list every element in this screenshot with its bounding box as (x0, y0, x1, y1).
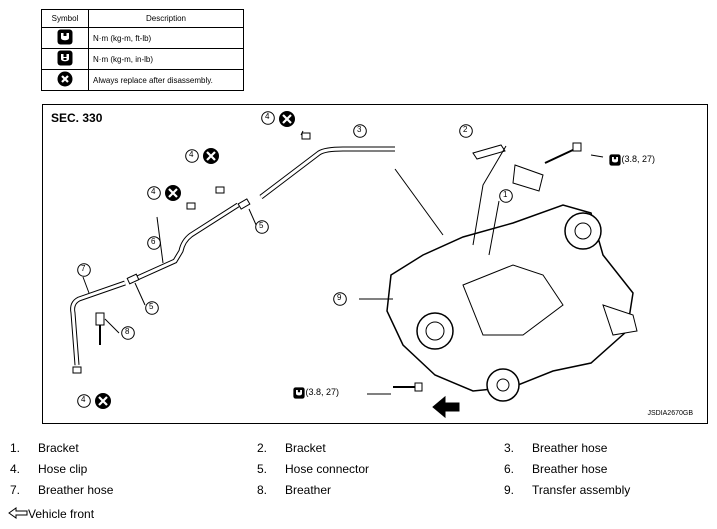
legend-row-1-symbol (41, 27, 89, 49)
diagram-drawing (70, 109, 638, 419)
replace-x-icon (163, 183, 183, 203)
replace-x-icon (277, 109, 297, 129)
torque-wrench-icon (609, 154, 621, 166)
torque-label-bottom: 37 (3.8, 27) (293, 387, 340, 399)
torque-label-top: 37 (3.8, 27) (609, 154, 656, 166)
legend-row-3-symbol (41, 69, 89, 91)
replace-x-icon (201, 146, 221, 166)
torque-wrench-small-icon (57, 50, 73, 66)
legend-header-description: Description (88, 9, 244, 28)
torque-value-bottom: 37 (3.8, 27) (293, 387, 340, 397)
torque-wrench-icon (57, 29, 73, 45)
legend-row-1-text: N·m (kg-m, ft-lb) (88, 27, 244, 49)
replace-x-icon (93, 391, 113, 411)
legend-row-2-text: N·m (kg-m, in-lb) (88, 48, 244, 70)
vehicle-front-note: Vehicle front (8, 507, 94, 521)
legend-header-symbol: Symbol (41, 9, 89, 28)
vehicle-front-label: Vehicle front (28, 507, 95, 521)
torque-wrench-icon (293, 387, 305, 399)
vehicle-front-arrow-icon (8, 507, 28, 519)
legend-row-2-symbol (41, 48, 89, 70)
torque-value-top: 37 (3.8, 27) (609, 154, 656, 164)
vehicle-front-arrow-icon (432, 395, 460, 419)
legend-row-3-text: Always replace after disassembly. (88, 69, 244, 91)
exploded-view-diagram: SEC. 330 (42, 104, 708, 424)
symbol-legend-table: Symbol Description N·m (kg-m, ft-lb) N·m… (41, 9, 244, 91)
section-label: SEC. 330 (51, 111, 103, 125)
figure-code: JSDIA2670GB (647, 410, 693, 417)
replace-x-icon (57, 71, 73, 87)
